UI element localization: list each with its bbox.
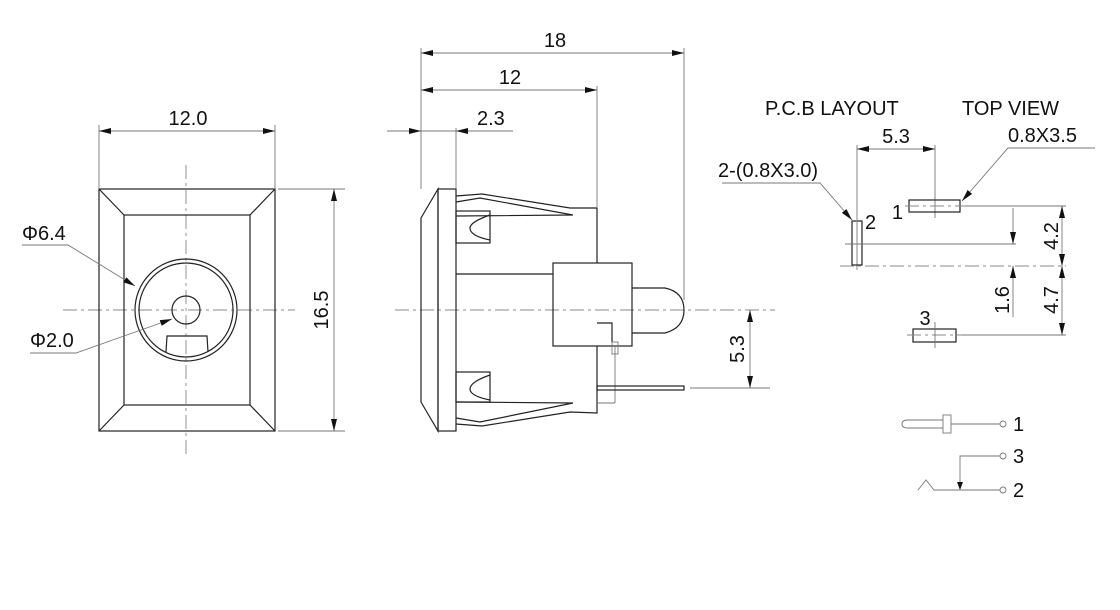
overall-length-dimension: 18: [544, 30, 566, 52]
small-slot-label: 2-(0.8X3.0): [718, 160, 818, 182]
pin-3-label: 3: [919, 308, 930, 330]
pin-1-label: 1: [892, 202, 903, 224]
center-pin-circle: [171, 295, 201, 325]
large-slot-label: 0.8X3.5: [1008, 125, 1077, 147]
dimension-1-6: 1.6: [992, 286, 1014, 314]
side-view: 18 12 2.3 5.3: [387, 30, 775, 434]
height-dimension: 16.5: [311, 291, 333, 330]
pin-spacing-dimension: 5.3: [882, 126, 910, 148]
terminal-pin: [596, 385, 685, 391]
top-view-title: TOP VIEW: [962, 98, 1059, 120]
pin-diameter-label: Φ2.0: [30, 330, 74, 352]
outer-diameter-label: Φ6.4: [22, 223, 66, 245]
schematic-pin-1: 1: [1013, 414, 1024, 436]
front-view: 12.0 16.5 Φ6.4 Φ2.0: [22, 108, 345, 458]
body-length-dimension: 12: [499, 67, 521, 89]
boss: [552, 262, 633, 347]
pcb-layout-title: P.C.B LAYOUT: [765, 98, 899, 120]
dimension-4-7: 4.7: [1041, 286, 1063, 314]
flange-thickness-dimension: 2.3: [477, 108, 505, 130]
jack-outer-circle: [134, 258, 238, 362]
schematic-pin-2: 2: [1013, 480, 1024, 502]
pin-offset-dimension: 5.3: [727, 335, 749, 363]
schematic-symbol: 1 3 2: [901, 414, 1024, 502]
width-dimension: 12.0: [169, 108, 208, 130]
pin-3-slot: [912, 328, 957, 343]
schematic-pin-3: 3: [1013, 446, 1024, 468]
pcb-layout: P.C.B LAYOUT TOP VIEW 5.3 1 2 3 2-(0.8X3…: [718, 98, 1095, 348]
dimension-4-2: 4.2: [1041, 222, 1063, 250]
pin-2-label: 2: [865, 212, 876, 234]
